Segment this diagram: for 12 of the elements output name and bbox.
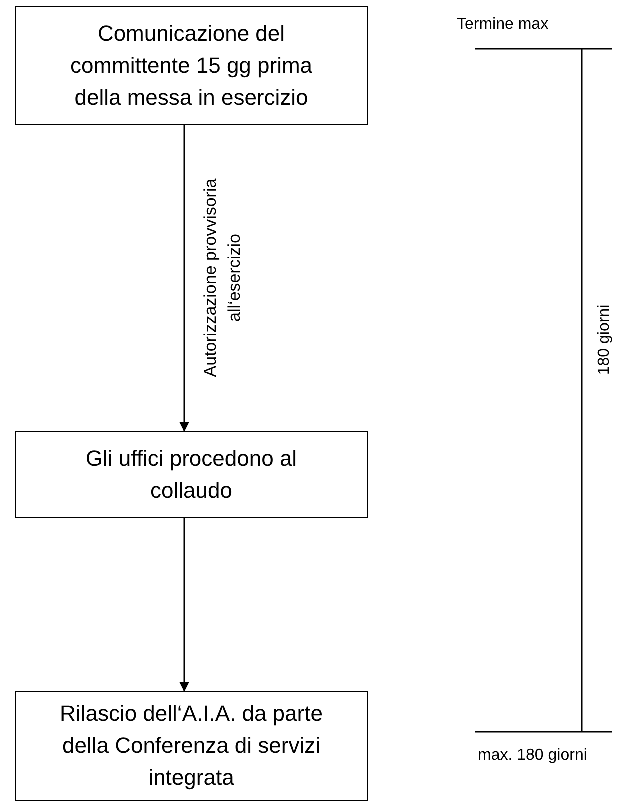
edge-label: Autorizzazione provvisoria all‘esercizio bbox=[200, 178, 244, 380]
process-box bbox=[15, 431, 368, 518]
timeline-label: max. 180 giorni bbox=[478, 747, 588, 765]
arrow bbox=[180, 125, 190, 432]
timeline-label: Termine max bbox=[457, 16, 549, 34]
duration-label: 180 giorni bbox=[596, 304, 614, 376]
process-box bbox=[15, 691, 368, 801]
box-text: Comunicazione del committente 15 gg prima della messa in esercizio bbox=[69, 20, 314, 112]
arrow bbox=[180, 518, 190, 692]
box-text: Gli uffici procedono al collaudo bbox=[84, 444, 298, 504]
process-box bbox=[15, 6, 368, 125]
box-text: Rilascio dell‘A.I.A. da parte della Conferenza di servizi integrata bbox=[59, 700, 324, 792]
